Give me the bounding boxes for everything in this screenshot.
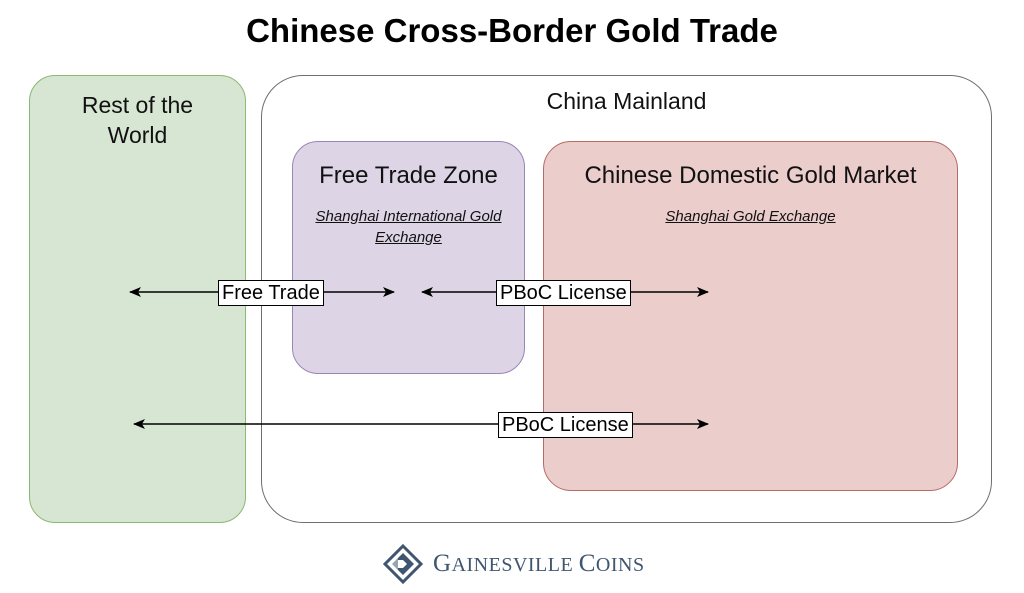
gainesville-coins-logo-icon (383, 544, 423, 584)
free-trade-label: Free Trade (218, 280, 324, 306)
free-trade-zone-exchange: Shanghai International Gold Exchange (315, 208, 502, 246)
gainesville-coins-logo: GAINESVILLE COINS (383, 544, 645, 584)
diagram-title: Chinese Cross-Border Gold Trade (246, 12, 778, 49)
china-mainland-label: China Mainland (546, 88, 707, 114)
free-trade-zone-region: Free Trade Zone Shanghai International G… (292, 141, 525, 374)
rest-of-world-region: Rest of the World (29, 75, 246, 523)
brand-name: GAINESVILLE COINS (433, 550, 645, 577)
domestic-market-label: Chinese Domestic Gold Market (584, 162, 917, 189)
free-trade-zone-label: Free Trade Zone (319, 162, 498, 189)
pboc-license-label-upper: PBoC License (496, 280, 631, 306)
pboc-license-label-lower: PBoC License (498, 412, 633, 438)
domestic-market-exchange: Shanghai Gold Exchange (665, 208, 836, 225)
rest-of-world-label: Rest of the World (81, 92, 194, 148)
